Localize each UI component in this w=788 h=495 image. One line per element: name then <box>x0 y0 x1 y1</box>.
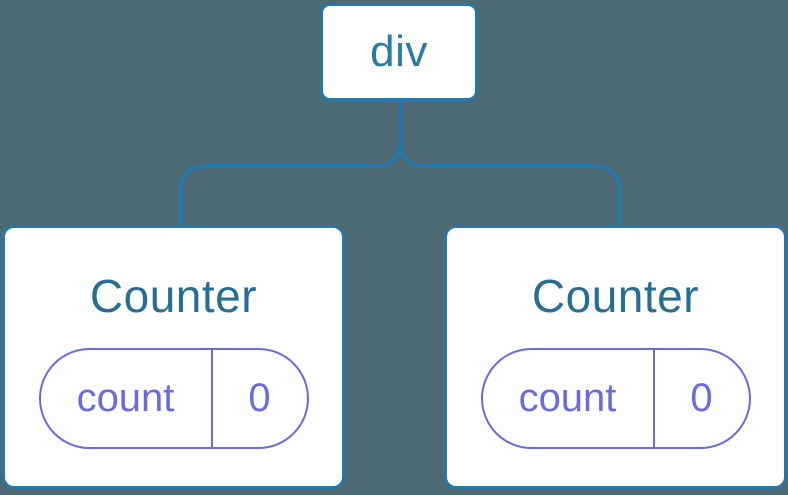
component-name-label: Counter <box>531 270 700 322</box>
state-key-label: count <box>41 350 213 447</box>
state-pill: count 0 <box>38 348 309 449</box>
connector-left-branch <box>178 101 402 226</box>
connector-right-branch <box>398 101 622 226</box>
counter-card-right: Counter count 0 <box>444 225 787 489</box>
counter-card-left: Counter count 0 <box>2 225 345 489</box>
state-value-label: 0 <box>690 376 713 420</box>
state-key-label: count <box>483 350 655 447</box>
root-node: div <box>320 3 478 101</box>
root-node-label: div <box>370 27 428 76</box>
state-pill: count 0 <box>480 348 751 449</box>
state-value-label: 0 <box>248 376 271 420</box>
component-name-label: Counter <box>89 270 258 322</box>
